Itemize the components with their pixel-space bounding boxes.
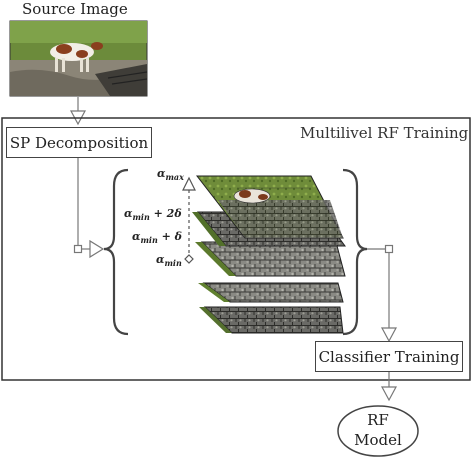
rf-model-line1: RF	[367, 411, 389, 429]
rf-model-label: RF Model	[338, 410, 418, 450]
down-arrow-icon	[380, 386, 398, 402]
left-brace-icon	[103, 168, 129, 336]
right-arrow-icon	[89, 239, 105, 259]
training-frame	[1, 117, 471, 381]
source-image-title: Source Image	[22, 0, 128, 18]
classifier-training-box: Classifier Training	[315, 341, 463, 372]
up-arrow-icon	[182, 176, 196, 191]
alpha-min-label: αmin	[156, 253, 182, 269]
alpha-min-plus-2delta-label: αmin + 2δ	[124, 207, 182, 223]
alpha-min-plus-delta-label: αmin + δ	[132, 230, 183, 246]
alpha-max-label: αmax	[157, 167, 184, 183]
rf-model-line2: Model	[354, 431, 402, 449]
training-title: Multilivel RF Training	[300, 124, 469, 142]
source-photo	[9, 20, 148, 97]
superpixel-layer-stack	[192, 175, 346, 334]
right-brace-icon	[342, 168, 368, 336]
rf-model-ellipse	[337, 405, 419, 457]
sp-decomposition-box: SP Decomposition	[6, 127, 152, 158]
down-arrow-icon	[380, 327, 398, 343]
diamond-icon	[184, 254, 194, 264]
